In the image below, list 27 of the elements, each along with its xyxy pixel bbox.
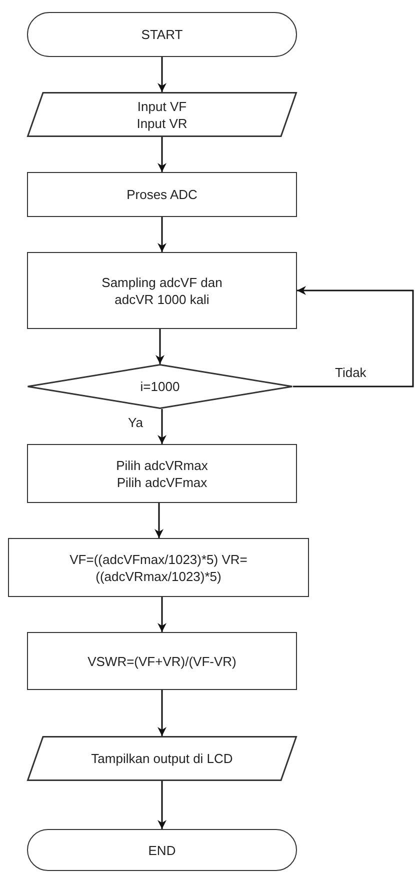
node-label: VF=((adcVFmax/1023)*5) VR=((adcVRmax/1023)*5)	[68, 550, 248, 584]
process-box	[27, 444, 297, 503]
edge-label: Ya	[128, 415, 143, 430]
node-label: Input VF Input VR	[136, 98, 188, 132]
arrow	[158, 690, 166, 736]
node-label: Proses ADC	[126, 186, 198, 203]
node-label: END	[148, 842, 176, 858]
arrow	[158, 781, 166, 829]
node-label: Tampilkan output di LCD	[91, 750, 233, 767]
edge-label: Tidak	[335, 364, 366, 380]
node-label: Pilih adcVRmax Pilih adcVFmax	[115, 456, 209, 490]
process-box	[27, 172, 297, 217]
arrow	[158, 217, 166, 252]
node-label: START	[141, 26, 183, 43]
node-label: VSWR=(VF+VR)/(VF-VR)	[88, 652, 236, 670]
arrow	[293, 286, 414, 388]
arrow	[158, 57, 166, 92]
arrow	[156, 329, 164, 364]
node-label: Sampling adcVF dan adcVR 1000 kali	[100, 274, 224, 308]
process-box	[8, 538, 309, 597]
process-box	[27, 632, 297, 690]
arrow	[154, 503, 164, 538]
process-box	[27, 252, 297, 329]
arrow	[158, 137, 166, 172]
node-label: i=1000	[140, 378, 180, 395]
arrow	[158, 409, 166, 444]
arrow	[158, 597, 166, 632]
